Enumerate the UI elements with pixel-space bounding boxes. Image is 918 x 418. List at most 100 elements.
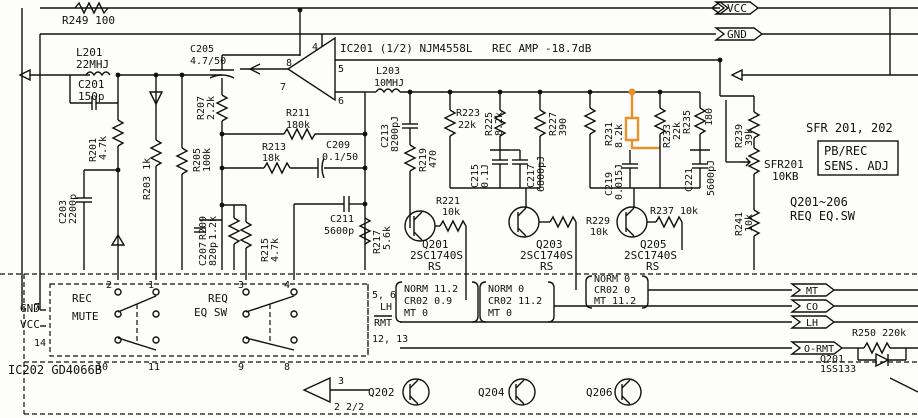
bus-mt: MT xyxy=(648,283,918,297)
r215: R215 4.7k xyxy=(239,205,281,280)
r205-val: 100k xyxy=(202,148,213,172)
r237-val: 10k xyxy=(680,206,698,217)
l203: L203 10MHJ xyxy=(365,66,700,94)
mode2-l1: NORM 0 xyxy=(488,284,524,295)
o-rmt-label: O-RMT xyxy=(804,344,834,355)
pin-3: 3 xyxy=(238,280,244,291)
d201-val: 1SS133 xyxy=(820,364,856,375)
r233-val: 22k xyxy=(672,122,683,140)
r205: R205 100k xyxy=(175,75,213,270)
r233: R233 22k xyxy=(653,92,683,188)
c203-ref: C203 xyxy=(58,200,69,224)
req-eq-sw-label: REQ EQ.SW xyxy=(790,209,856,223)
r237-ref: R237 xyxy=(650,206,674,217)
c209-ref: C209 xyxy=(326,140,350,151)
gnd-input-label: GND xyxy=(20,302,40,315)
sens-adj-label: SENS. ADJ xyxy=(824,159,889,173)
r223: R223 22k xyxy=(443,92,540,189)
r233-ref: R233 xyxy=(662,124,673,148)
output-arrow xyxy=(248,63,261,75)
r249: R249 100 xyxy=(62,1,115,27)
r219: R219 470 xyxy=(403,144,439,228)
r225-val: 8.2k xyxy=(494,112,505,136)
q202: Q202 xyxy=(368,378,430,406)
c211-ref: C211 xyxy=(330,214,354,225)
c211-val: 5600p xyxy=(324,226,354,237)
l203-ref: L203 xyxy=(376,66,400,77)
pin4: 4 xyxy=(312,42,318,53)
r221-ref: R221 xyxy=(436,196,460,207)
pb-rec-box xyxy=(817,140,899,176)
r250: R250 220k xyxy=(852,328,918,355)
r203: R203 1k xyxy=(142,75,164,280)
q203 xyxy=(508,188,577,290)
l201-val: 22MHJ xyxy=(76,58,109,71)
q201 xyxy=(404,210,467,300)
q203-part: 2SC1740S xyxy=(520,249,573,262)
c201-ref: C201 xyxy=(78,78,105,91)
pin-lh: LH xyxy=(380,302,392,313)
r239-ref: R239 xyxy=(734,124,745,148)
pin-12-13: 12, 13 xyxy=(372,334,408,345)
q201-labels: Q201 2SC1740S RS xyxy=(410,238,463,273)
r205-ref: R205 xyxy=(192,148,203,172)
r215-ref: R215 xyxy=(260,238,271,262)
r211-ref: R211 xyxy=(286,108,310,119)
c209-val: 0.1/50 xyxy=(322,152,358,163)
c219-ref: C219 xyxy=(604,172,615,196)
r225: R225 8.2k xyxy=(484,92,507,150)
q203-rank: RS xyxy=(540,260,553,273)
l203-val: 10MHJ xyxy=(374,78,404,89)
r231: R231 8.2k xyxy=(583,92,625,188)
r219-val: 470 xyxy=(428,150,439,168)
q201-part: 2SC1740S xyxy=(410,249,463,262)
mode3-l3: MT 11.2 xyxy=(594,296,636,307)
pin-7: 7 xyxy=(34,302,40,313)
sfr-title: SFR 201, 202 xyxy=(806,121,893,135)
d201: Q201 1SS133 xyxy=(820,348,907,375)
gnd-rail: GND xyxy=(40,27,918,41)
r203-label: R203 1k xyxy=(142,158,153,200)
mute-label: MUTE xyxy=(72,310,99,323)
r215-val: 4.7k xyxy=(270,238,281,262)
inverter-frac: 2 2/2 xyxy=(334,402,364,413)
q204-label: Q204 xyxy=(478,386,505,399)
q206: Q206 xyxy=(586,378,642,406)
r219-ref: R219 xyxy=(418,148,429,172)
up-arrow-1 xyxy=(110,233,126,246)
c207-val: 820p xyxy=(208,242,219,266)
c207-ref: C207 xyxy=(198,242,209,266)
vcc-rail: VCC xyxy=(40,1,918,15)
r217: R217 5.6k xyxy=(358,217,393,270)
pin-9: 9 xyxy=(238,362,244,373)
rec-label: REC xyxy=(72,292,92,305)
pin7: 7 xyxy=(280,82,286,93)
input-arrow-right xyxy=(730,68,743,82)
r217-val: 5.6k xyxy=(382,226,393,250)
r223-ref: R223 xyxy=(456,108,480,119)
c221-ref: C221 xyxy=(684,168,695,192)
r213-ref: R213 xyxy=(262,142,286,153)
c215-ref: C215 xyxy=(470,164,481,188)
sfr201-value: 10KB xyxy=(772,170,799,183)
pin-2: 2 xyxy=(106,280,112,291)
q204: Q204 xyxy=(478,378,536,406)
mode3-l1: NORM 0 xyxy=(594,274,630,285)
c215-val: 0.1J xyxy=(480,164,491,188)
r227: R227 390 xyxy=(533,92,569,188)
q205 xyxy=(616,188,683,250)
mode-box-2: NORM 0 CR02 11.2 MT 0 xyxy=(479,281,555,323)
r235-val: 180 xyxy=(704,108,715,126)
c203: C203 2200p xyxy=(58,169,118,270)
q205-labels: Q205 2SC1740S RS xyxy=(624,238,677,273)
l201-ref: L201 xyxy=(76,46,103,59)
r241: R241 10k xyxy=(734,209,761,270)
q206-label: Q206 xyxy=(586,386,613,399)
mode3-l2: CR02 0 xyxy=(594,285,630,296)
r211-val: 180k xyxy=(286,120,310,131)
pin-1: 1 xyxy=(148,280,154,291)
bus-rmt: O-RMT xyxy=(400,341,858,355)
r229-ref: R229 xyxy=(586,216,610,227)
c201-val: 150p xyxy=(78,90,105,103)
